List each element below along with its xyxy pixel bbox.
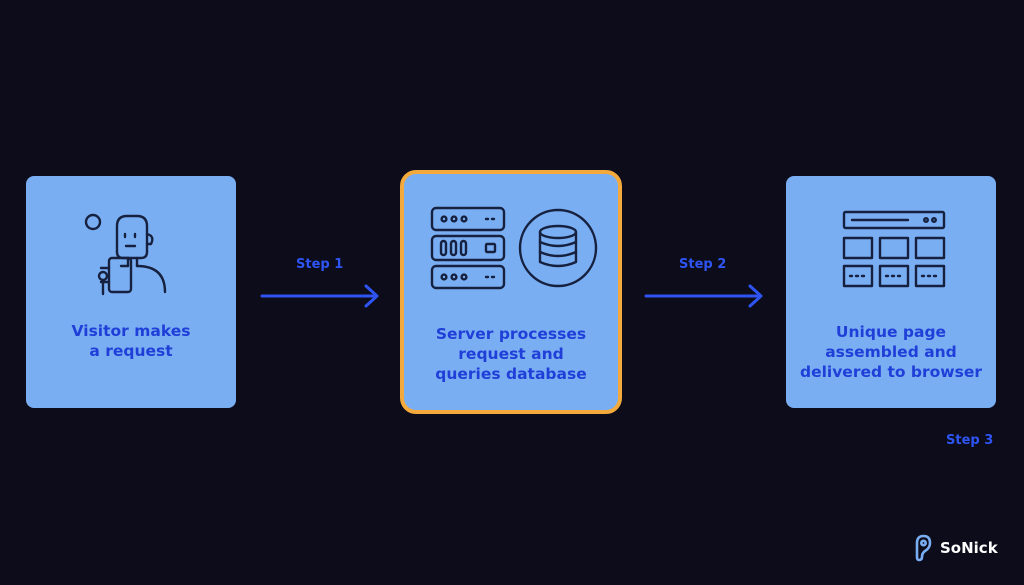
- step-1-description: Visitor makes a request: [71, 322, 191, 360]
- arrow-right-icon: [260, 284, 379, 308]
- step-3-description: Unique page assembled and delivered to b…: [799, 323, 983, 381]
- brand-logo: SoNick: [912, 533, 998, 563]
- step-card-server: Server processes request and queries dat…: [400, 170, 622, 414]
- step-3-label: Step 3: [946, 433, 994, 448]
- ear-logo-icon: [915, 534, 932, 562]
- server-rack-and-database-icon: [430, 206, 598, 290]
- visitor-with-phone-icon: [84, 213, 167, 296]
- step-card-visitor: Visitor makes a request: [26, 176, 236, 408]
- brand-name: SoNick: [940, 539, 998, 557]
- step-card-web-page: Unique page assembled and delivered to b…: [786, 176, 996, 408]
- step-2-label: Step 2: [679, 257, 727, 272]
- web-page-layout-icon: [842, 210, 946, 288]
- step-2-description: Server processes request and queries dat…: [435, 325, 587, 383]
- arrow-right-icon: [644, 284, 763, 308]
- step-1-label: Step 1: [296, 257, 344, 272]
